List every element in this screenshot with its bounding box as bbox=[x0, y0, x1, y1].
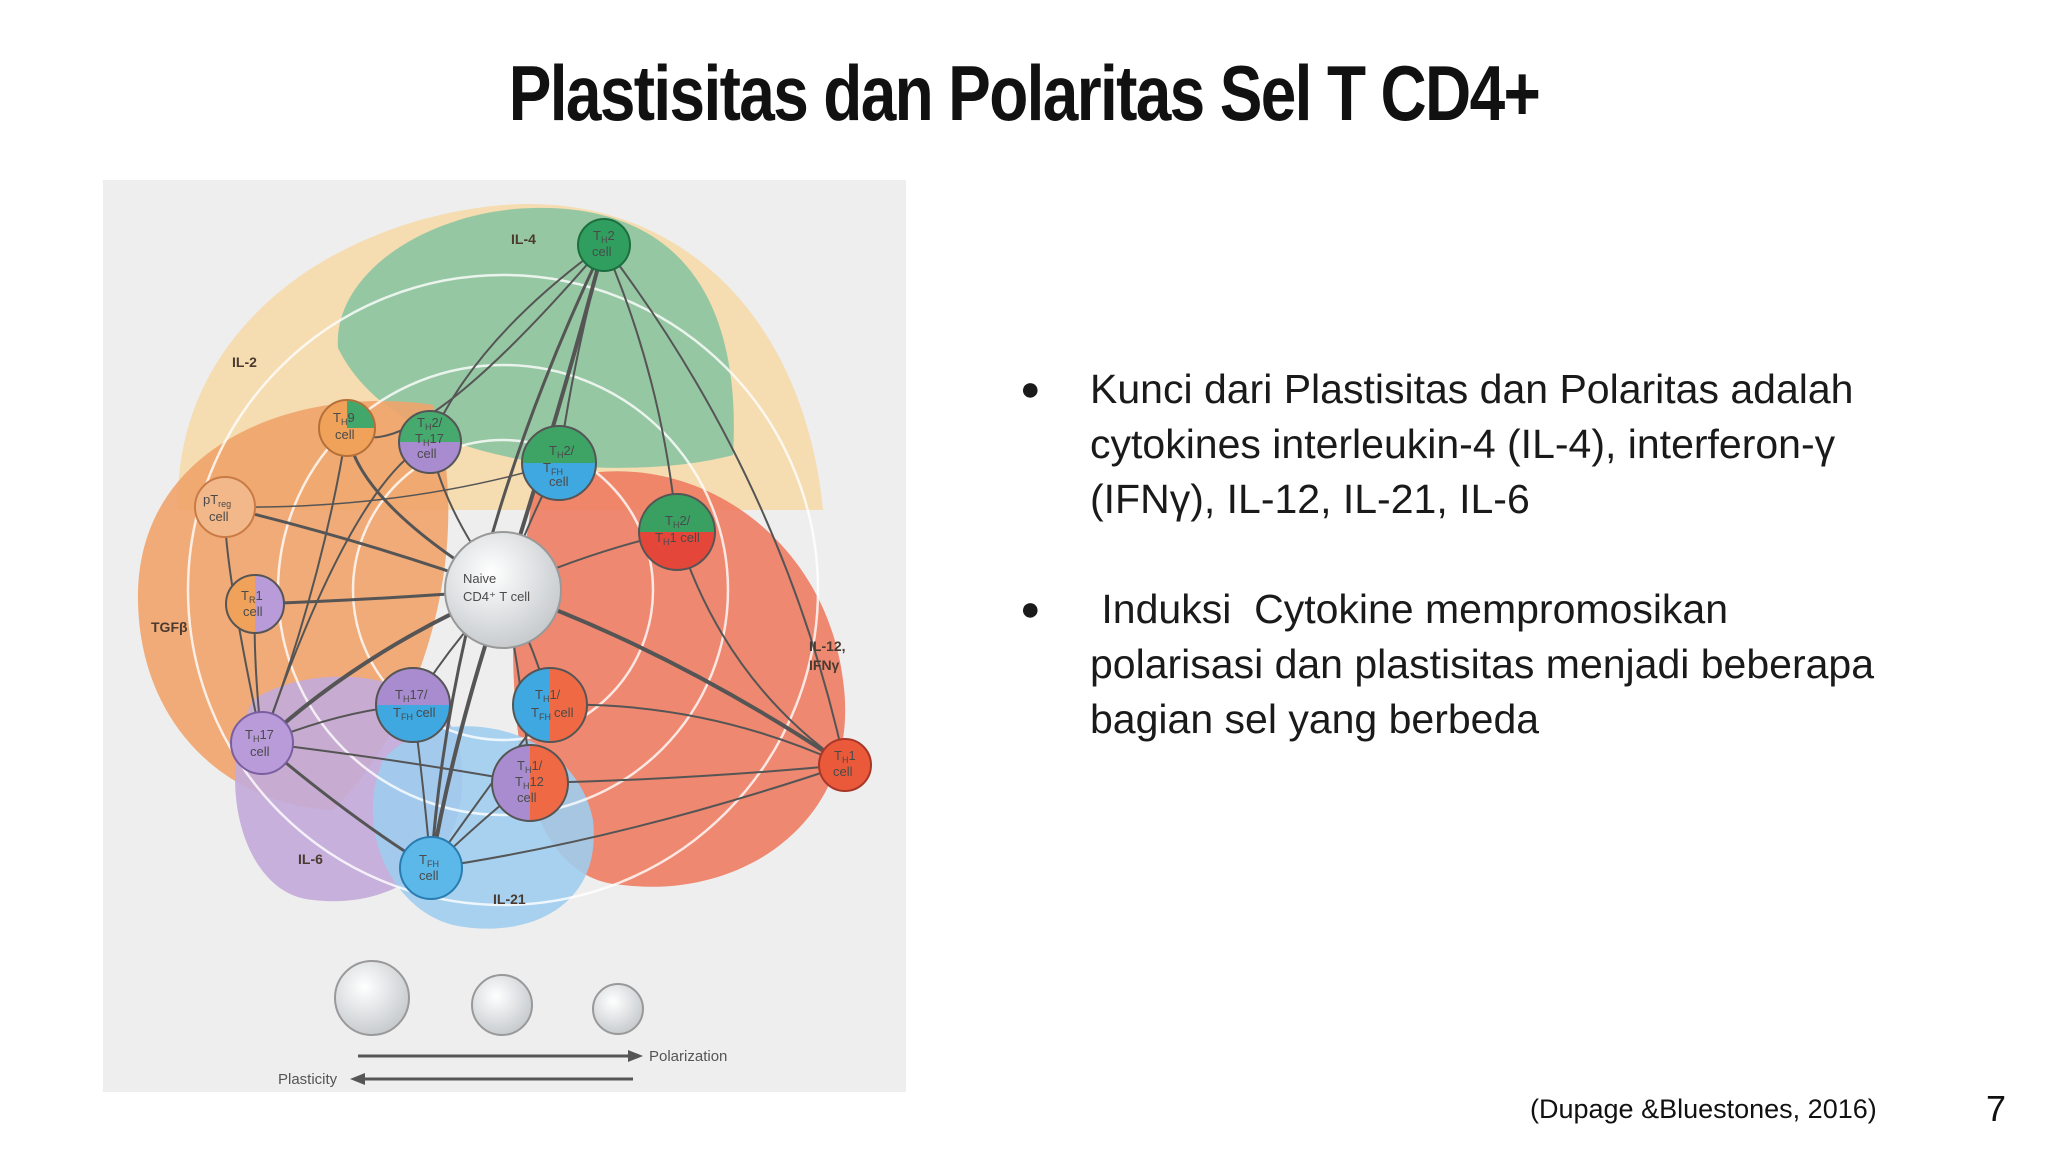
cell-th17: TH17 cell bbox=[230, 711, 294, 775]
label-il4: IL-4 bbox=[511, 231, 536, 247]
svg-text:cell: cell bbox=[517, 790, 537, 805]
svg-text:cell: cell bbox=[419, 868, 439, 883]
svg-text:TH17/: TH17/ bbox=[395, 687, 428, 704]
svg-text:TH12: TH12 bbox=[515, 774, 544, 791]
cell-th2-th1: TH2/ TH1 cell bbox=[638, 493, 716, 571]
cell-naive-cd4: Naive CD4⁺ T cell bbox=[444, 531, 562, 649]
polarization-arrow: Polarization bbox=[358, 1048, 727, 1065]
polarization-label: Polarization bbox=[649, 1048, 727, 1065]
label-ifng: IFNγ bbox=[809, 657, 840, 673]
svg-text:TH1: TH1 bbox=[834, 748, 856, 765]
size-legend bbox=[334, 960, 644, 1036]
bullet-text: Induksi Cytokine mempromosikan polarisas… bbox=[1090, 586, 1886, 742]
cell-th2-th17: TH2/ TH17 cell bbox=[398, 410, 462, 474]
svg-text:cell: cell bbox=[833, 764, 853, 779]
bullet-list: ● Kunci dari Plastisitas dan Polaritas a… bbox=[1010, 362, 1890, 802]
cell-ptreg: pTreg cell bbox=[194, 476, 256, 538]
page-number: 7 bbox=[1986, 1088, 2007, 1129]
label-il21: IL-21 bbox=[493, 891, 526, 907]
polarization-ring-outer bbox=[186, 273, 820, 907]
cell-th1-th12: TH1/ TH12 cell bbox=[491, 744, 569, 822]
citation: (Dupage &Bluestones, 2016) bbox=[1530, 1094, 1877, 1124]
svg-text:Naive: Naive bbox=[463, 571, 496, 586]
cell-tfh: TFH cell bbox=[399, 836, 463, 900]
polarization-ring-inner bbox=[351, 438, 655, 742]
legend-cell-medium bbox=[471, 974, 533, 1036]
slide-title: Plastisitas dan Polaritas Sel T CD4+ bbox=[508, 49, 1541, 137]
svg-text:TH2/: TH2/ bbox=[549, 443, 575, 460]
label-tgfb: TGFβ bbox=[151, 619, 188, 635]
svg-text:TFH: TFH bbox=[419, 852, 439, 869]
legend-cell-small bbox=[592, 983, 644, 1035]
il12-region bbox=[513, 471, 846, 887]
label-il2: IL-2 bbox=[232, 354, 257, 370]
svg-text:cell: cell bbox=[417, 446, 437, 461]
bullet-item: ● Induksi Cytokine mempromosikan polaris… bbox=[1010, 582, 1890, 747]
cell-th1: TH1 cell bbox=[818, 738, 872, 792]
svg-text:cell: cell bbox=[549, 474, 569, 489]
svg-text:CD4⁺ T cell: CD4⁺ T cell bbox=[463, 589, 530, 604]
svg-text:TH17: TH17 bbox=[415, 431, 444, 448]
svg-text:TH2: TH2 bbox=[593, 228, 615, 245]
svg-text:cell: cell bbox=[209, 509, 229, 524]
svg-text:TH17: TH17 bbox=[245, 727, 274, 744]
plasticity-diagram: IL-4 IL-2 TGFβ IL-12, IFNγ IL-6 IL-21 TH… bbox=[137, 204, 872, 1088]
il4-region bbox=[337, 207, 734, 468]
svg-text:TH9: TH9 bbox=[333, 410, 355, 427]
plasticity-arrow: Plasticity bbox=[278, 1071, 633, 1088]
svg-text:cell: cell bbox=[592, 244, 612, 259]
cell-th2-tfh: TH2/ TFH cell bbox=[521, 425, 597, 501]
cell-th9: TH9 cell bbox=[318, 399, 376, 457]
legend-cell-large bbox=[334, 960, 410, 1036]
svg-text:TFH: TFH bbox=[543, 460, 563, 477]
svg-text:cell: cell bbox=[335, 427, 355, 442]
svg-text:TH1/: TH1/ bbox=[535, 687, 561, 704]
bullet-text: Kunci dari Plastisitas dan Polaritas ada… bbox=[1090, 366, 1854, 522]
svg-text:TH2/: TH2/ bbox=[417, 415, 443, 432]
label-il12: IL-12, bbox=[809, 638, 846, 654]
bullet-marker: ● bbox=[1020, 590, 1041, 628]
svg-text:TH2/: TH2/ bbox=[665, 513, 691, 530]
bullet-marker: ● bbox=[1020, 370, 1041, 408]
plasticity-label: Plasticity bbox=[278, 1071, 338, 1088]
svg-text:cell: cell bbox=[243, 604, 263, 619]
svg-text:TR1: TR1 bbox=[241, 588, 263, 605]
cd4-plasticity-figure: IL-4 IL-2 TGFβ IL-12, IFNγ IL-6 IL-21 TH… bbox=[103, 180, 906, 1092]
label-il6: IL-6 bbox=[298, 851, 323, 867]
bullet-item: ● Kunci dari Plastisitas dan Polaritas a… bbox=[1010, 362, 1890, 527]
cell-tr1: TR1 cell bbox=[225, 574, 285, 634]
svg-text:pTreg: pTreg bbox=[203, 492, 231, 509]
cell-th2: TH2 cell bbox=[577, 218, 631, 272]
svg-text:TH1/: TH1/ bbox=[517, 758, 543, 775]
svg-text:TH1 cell: TH1 cell bbox=[655, 530, 700, 547]
svg-text:cell: cell bbox=[250, 744, 270, 759]
